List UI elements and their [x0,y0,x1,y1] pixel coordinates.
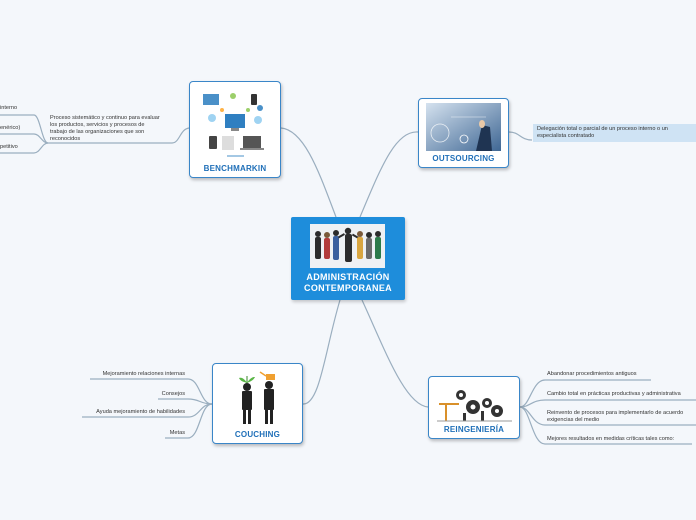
reingenieria-item[interactable]: Abandonar procedimientos antiguos [547,371,637,378]
people-group-image [310,224,385,268]
node-couching[interactable]: COUCHING [212,363,303,444]
reingenieria-item[interactable]: Cambio total en prácticas productivas y … [547,391,681,398]
central-topic[interactable]: ADMINISTRACIÓN CONTEMPORANEA [291,217,405,300]
benchmarkin-subitem[interactable]: enérico) [0,125,20,132]
outsourcing-description[interactable]: Delegación total o parcial de un proceso… [533,124,696,142]
branch-benchmarkin [281,128,336,217]
benchmarkin-subitem[interactable]: petitivo [0,144,18,151]
reingenieria-item[interactable]: Reinvento de procesos para implementarlo… [547,410,696,424]
benchmarkin-description[interactable]: Proceso sistemático y continuo para eval… [50,115,160,143]
branch-couching [303,300,340,404]
reingenieria-item[interactable]: Mejores resultados en medidas críticas t… [547,436,674,443]
branch-outsourcing [360,132,418,217]
node-reingenieria[interactable]: REINGENIERÍA [428,376,520,439]
devices-network-image [200,86,270,160]
branch-reingenieria [362,300,428,407]
touch-screen-image [426,103,501,151]
benchmarkin-subitem[interactable]: interno [0,105,17,112]
outsourcing-title: OUTSOURCING [419,154,508,163]
node-benchmarkin[interactable]: BENCHMARKIN [189,81,281,178]
reingenieria-title: REINGENIERÍA [429,425,519,434]
benchmarkin-title: BENCHMARKIN [190,164,280,173]
gears-workers-image [437,381,512,425]
branch-re-2 [520,400,696,407]
couching-title: COUCHING [213,430,302,439]
couching-item[interactable]: Metas [170,430,185,437]
businessmen-plant-image [233,368,283,426]
central-title-line2: CONTEMPORANEA [291,283,405,294]
branch-co-1 [90,379,212,404]
branch-bench-sub2 [0,134,48,143]
node-outsourcing[interactable]: OUTSOURCING [418,98,509,168]
branch-out-desc [509,132,532,140]
couching-item[interactable]: Consejos [162,391,185,398]
central-title-line1: ADMINISTRACIÓN [291,272,405,283]
couching-item[interactable]: Mejoramiento relaciones internas [103,371,185,378]
couching-item[interactable]: Ayuda mejoramiento de habilidades [96,409,185,416]
